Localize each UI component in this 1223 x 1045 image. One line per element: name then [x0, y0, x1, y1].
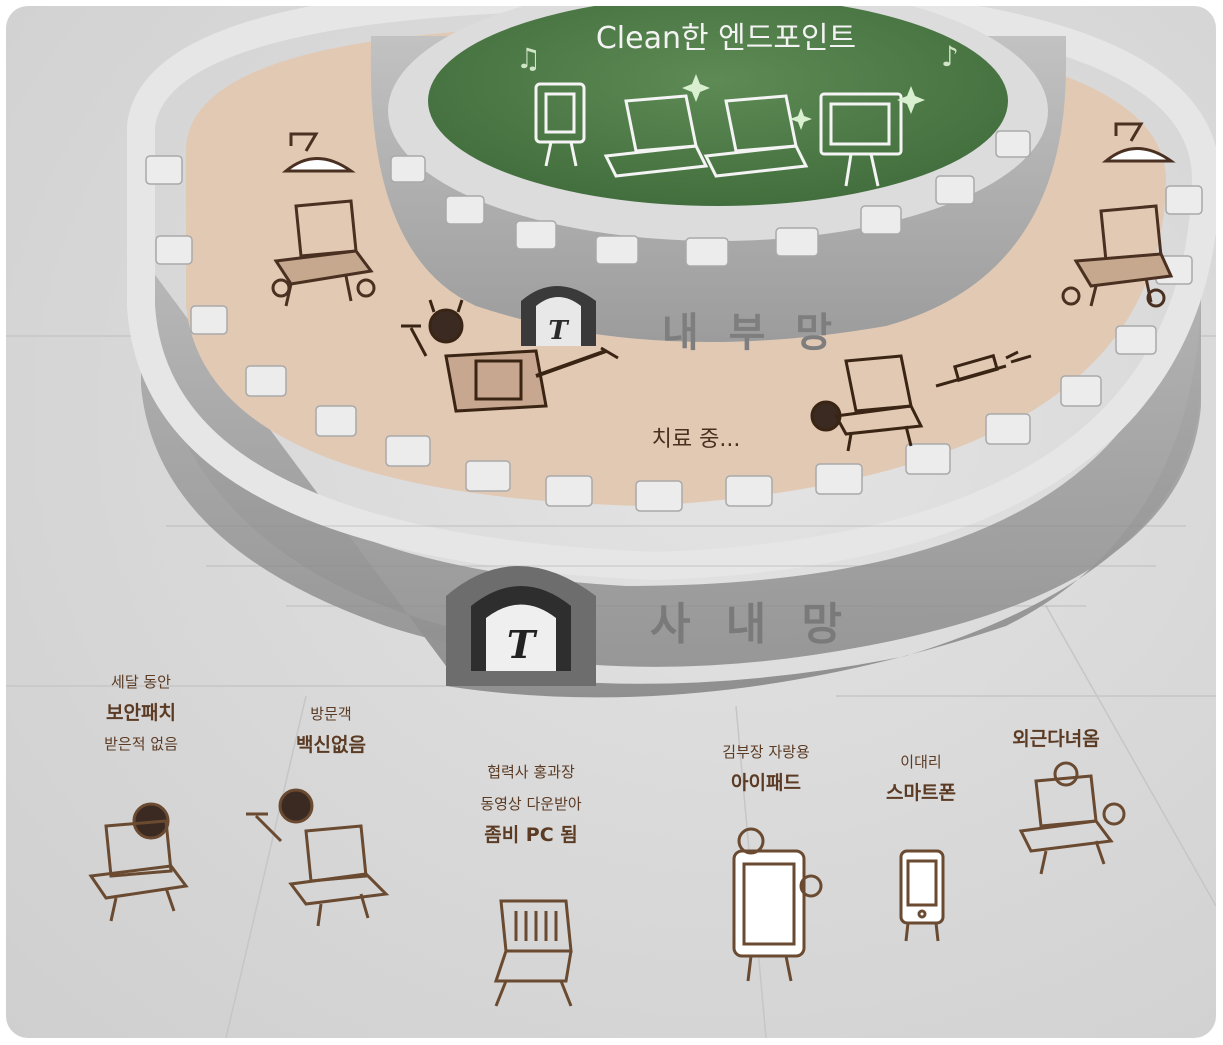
device-caption-zombie: 협력사 홍과장 동영상 다운받아 좀비 PC 됨: [436, 756, 626, 850]
caption-line: 백신없음: [261, 730, 401, 760]
clean-endpoint-title: Clean한 엔드포인트: [596, 21, 856, 56]
device-caption-ipad: 김부장 자랑용 아이패드: [686, 736, 846, 798]
field-laptop-icon: [1021, 763, 1124, 874]
inner-gate: T: [521, 286, 596, 346]
treatment-caption: 치료 중...: [652, 427, 741, 452]
caption-line: 동영상 다운받아: [436, 788, 626, 820]
device-caption-fieldwork: 외근다녀옴: [986, 724, 1126, 754]
castle-scene: T T 내 부 망 사 내 망 Clean한 엔드포인트 ♫ ♪: [6, 6, 1216, 1038]
caption-line: 받은적 없음: [66, 728, 216, 760]
caption-line: 방문객: [261, 698, 401, 730]
caption-line: 보안패치: [66, 698, 216, 728]
company-network-label: 사 내 망: [650, 599, 852, 650]
caption-line: 김부장 자랑용: [686, 736, 846, 768]
inner-network-label: 내 부 망: [662, 310, 840, 356]
smartphone-icon: [901, 851, 943, 941]
unpatched-laptop-icon: [91, 804, 186, 921]
device-caption-smartphone: 이대리 스마트폰: [861, 746, 981, 808]
caption-line: 세달 동안: [66, 666, 216, 698]
outer-gate: T: [446, 566, 596, 686]
caption-line: 이대리: [861, 746, 981, 778]
caption-line: 스마트폰: [861, 778, 981, 808]
illustration-canvas: T T 내 부 망 사 내 망 Clean한 엔드포인트 ♫ ♪: [6, 6, 1216, 1038]
device-caption-unpatched: 세달 동안 보안패치 받은적 없음: [66, 666, 216, 760]
device-caption-visitor: 방문객 백신없음: [261, 698, 401, 760]
caption-line: 아이패드: [686, 768, 846, 798]
caption-line: 외근다녀옴: [986, 724, 1126, 754]
caption-line: 좀비 PC 됨: [436, 820, 626, 850]
ipad-icon: [734, 829, 821, 981]
caption-line: 협력사 홍과장: [436, 756, 626, 788]
inner-gate-letter: T: [548, 316, 569, 346]
visitor-laptop-icon: [246, 790, 386, 926]
music-note-icon: ♪: [941, 40, 959, 73]
outer-gate-letter: T: [507, 622, 538, 667]
zombie-pc-icon: [496, 901, 571, 1006]
music-note-icon: ♫: [516, 42, 541, 75]
inner-wall: [371, 6, 1066, 342]
